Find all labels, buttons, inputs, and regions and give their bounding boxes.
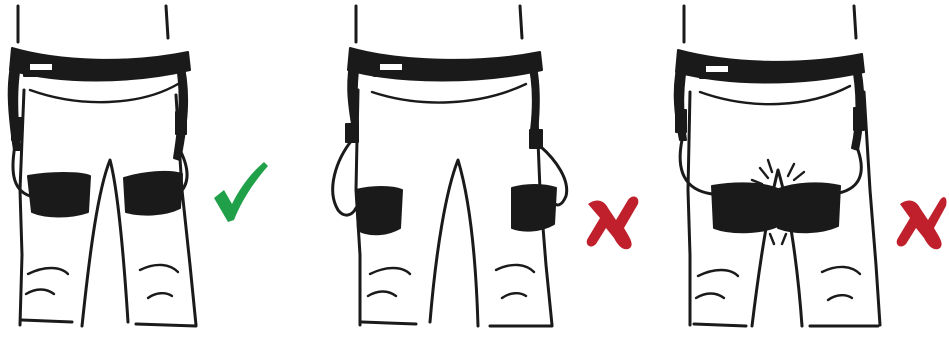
panel-correct [9,6,268,326]
left-leg-loop [28,173,90,217]
harness-waist-belt [9,48,190,160]
panel-incorrect-wide [333,6,639,326]
figure-body [356,6,552,326]
panel-incorrect-close [675,6,947,326]
harness-waist-belt [675,50,864,150]
figure-body [18,6,196,326]
right-leg-loop [124,172,182,215]
harness-leg-loops [680,140,861,244]
harness-leg-loops [13,140,187,217]
cross-icon [587,197,639,250]
left-leg-loop [712,183,780,232]
figure-body [684,6,880,326]
check-icon [214,162,268,222]
right-leg-loop [512,185,556,231]
left-leg-loop [356,187,402,234]
right-leg-loop [776,183,840,232]
cross-icon [897,197,947,249]
harness-waist-belt [346,48,542,148]
